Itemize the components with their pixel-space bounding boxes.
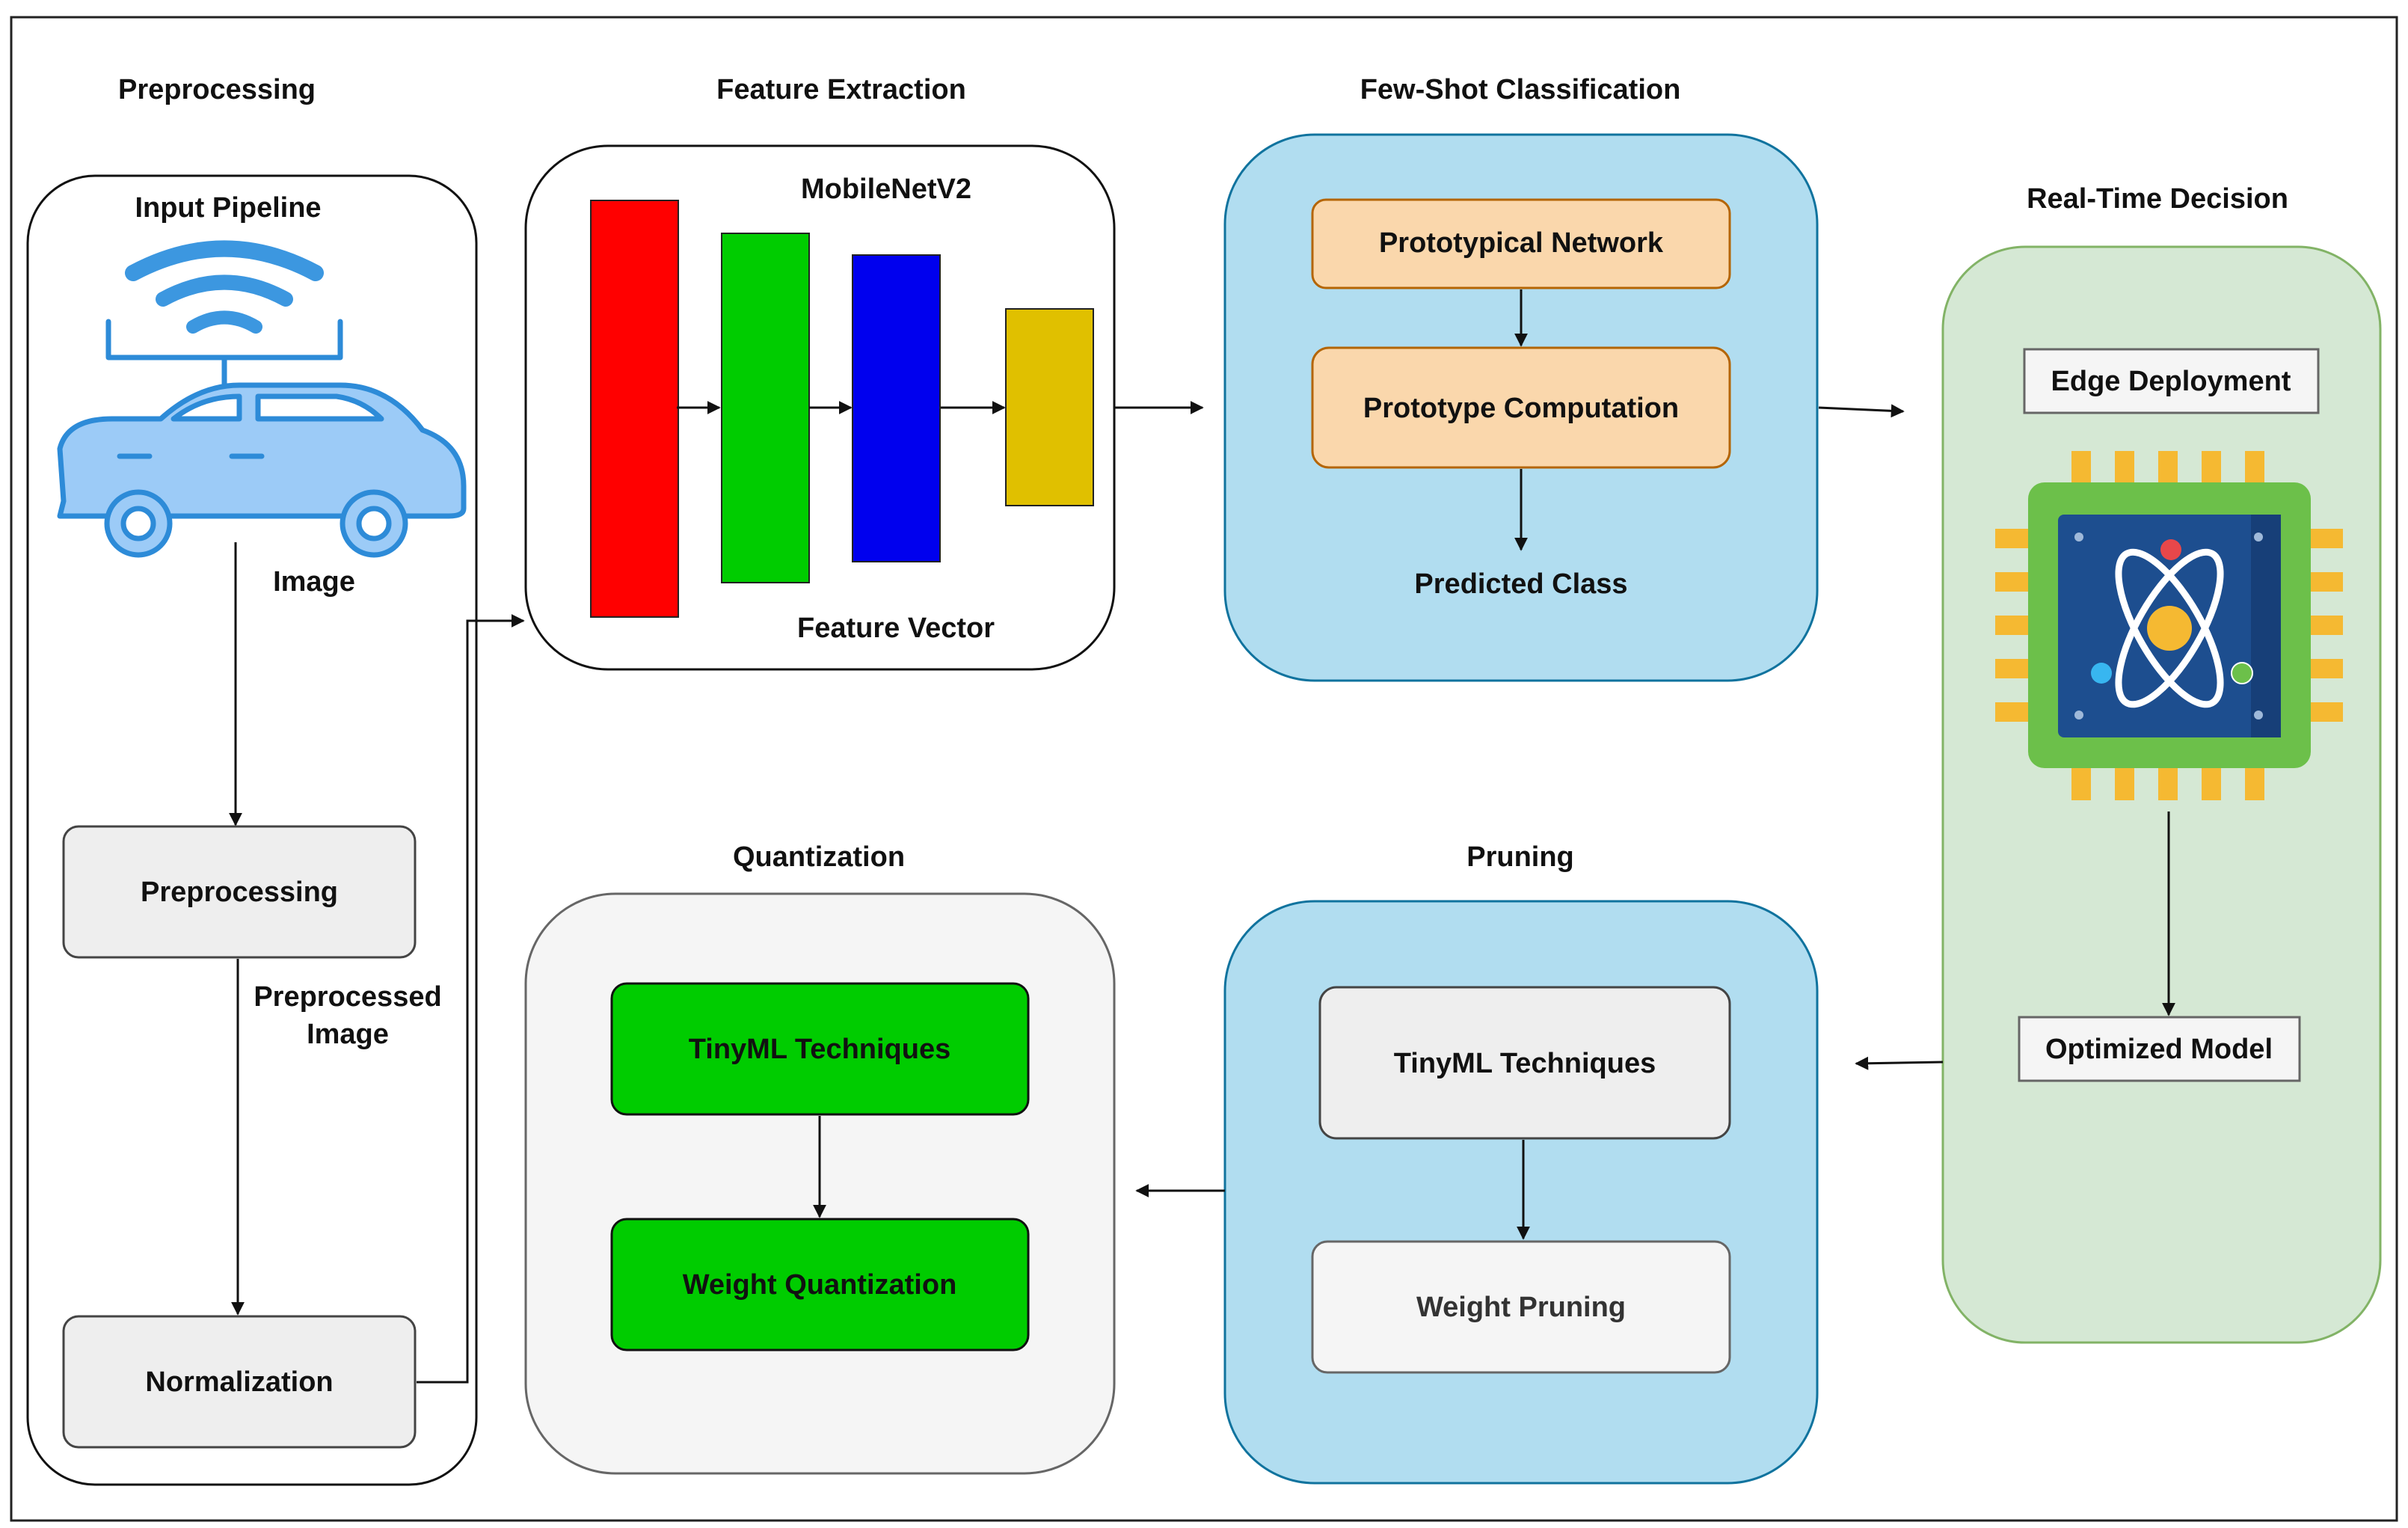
weight-quantization-box [610, 1218, 1030, 1351]
prototypical-network-box [1311, 198, 1731, 289]
arrow-realtime-to-pruning [1855, 1056, 1944, 1070]
pruning-title: Pruning [1466, 841, 1574, 873]
network-layers [590, 200, 1094, 618]
realtime-title: Real-Time Decision [2027, 183, 2288, 215]
connected-car-icon [57, 240, 467, 558]
weight-quantization-label: Weight Quantization [683, 1269, 957, 1301]
feature-extraction-title: Feature Extraction [716, 74, 966, 105]
pruning-tinyml-label: TinyML Techniques [1394, 1048, 1656, 1079]
normalization-box [62, 1315, 417, 1449]
edge-deployment-box [2023, 348, 2320, 414]
network-layer-1 [590, 200, 679, 618]
network-layer-3 [852, 254, 941, 562]
preprocessing-title: Preprocessing [118, 74, 316, 105]
preprocessing-box-label: Preprocessing [141, 877, 338, 908]
mobilenet-label: MobileNetV2 [801, 174, 971, 205]
preprocessing-box [62, 825, 417, 959]
image-label: Image [273, 566, 355, 598]
optimized-model-label: Optimized Model [2045, 1034, 2273, 1065]
feature-vector-label: Feature Vector [797, 613, 995, 644]
predicted-class-label: Predicted Class [1414, 568, 1627, 600]
prototypical-network-label: Prototypical Network [1379, 227, 1664, 259]
outer-frame [10, 16, 2398, 1522]
network-layer-2 [721, 233, 810, 583]
network-layer-4 [1005, 308, 1094, 506]
arrow-fewshot-to-realtime [1818, 404, 1905, 418]
prototype-computation-box [1311, 346, 1731, 469]
weight-pruning-box [1311, 1240, 1731, 1374]
normalization-box-label: Normalization [145, 1366, 333, 1398]
edge-deployment-label: Edge Deployment [2051, 366, 2291, 397]
pruning-tinyml-box [1318, 986, 1731, 1140]
processor-chip-icon [1995, 451, 2343, 800]
preprocessed-image-label-line2: Image [307, 1019, 389, 1050]
preprocessed-image-label-line1: Preprocessed [254, 981, 441, 1013]
arrow-normalization-to-feature-extraction [417, 614, 525, 1384]
optimized-model-box [2018, 1016, 2301, 1082]
input-pipeline-label: Input Pipeline [135, 192, 321, 224]
weight-pruning-label: Weight Pruning [1416, 1292, 1626, 1323]
prototype-computation-label: Prototype Computation [1363, 393, 1679, 424]
quantization-tinyml-box [610, 982, 1030, 1116]
quantization-tinyml-label: TinyML Techniques [689, 1034, 951, 1065]
quantization-title: Quantization [733, 841, 905, 873]
few-shot-title: Few-Shot Classification [1360, 74, 1681, 105]
